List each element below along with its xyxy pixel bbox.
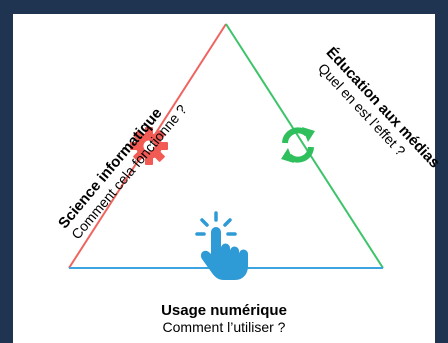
usage-title: Usage numérique [161, 302, 287, 319]
pointer-hand-icon [195, 211, 248, 280]
gear-icon [130, 127, 168, 165]
triangle [68, 23, 384, 269]
sync-icon [281, 127, 315, 163]
usage-subtitle: Comment l’utiliser ? [162, 319, 286, 336]
triangle-edge-right [225, 23, 384, 269]
diagram-card: Science informatique Comment cela foncti… [13, 14, 443, 343]
label-usage-numerique: Usage numérique Comment l’utiliser ? [13, 302, 435, 335]
